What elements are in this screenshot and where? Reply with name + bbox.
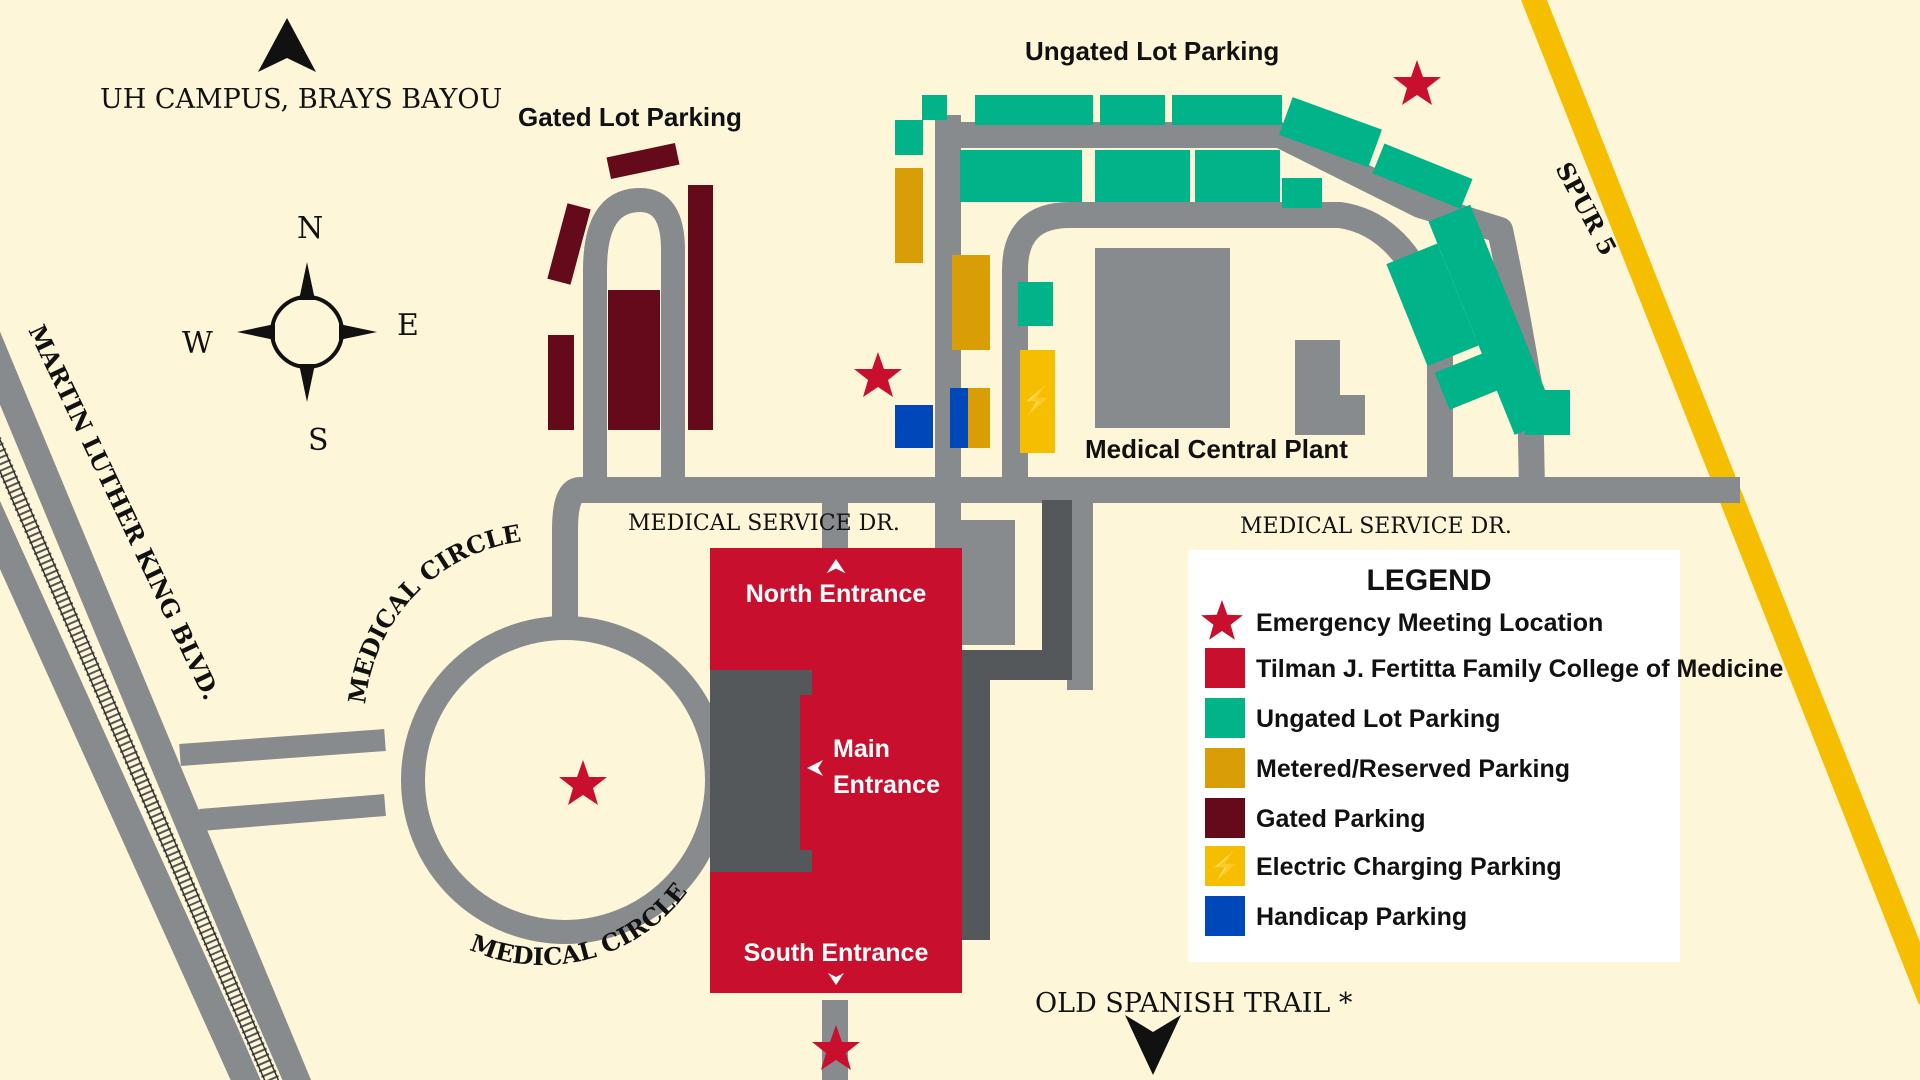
- compass-e-label: E: [397, 308, 419, 343]
- main-entrance-label-line1: Main: [833, 735, 890, 763]
- svg-text:⚡: ⚡: [1208, 850, 1243, 883]
- legend-item: Emergency Meeting Location: [1201, 600, 1603, 640]
- legend-swatch: [1205, 698, 1245, 738]
- legend-item-label: Ungated Lot Parking: [1256, 705, 1500, 733]
- legend-swatch: [1205, 748, 1245, 788]
- mlk-blvd: [0, 331, 312, 1080]
- ungated-lot-label: Ungated Lot Parking: [1025, 36, 1279, 66]
- north-entrance-label: North Entrance: [746, 580, 927, 608]
- central-plant-label: Medical Central Plant: [1085, 434, 1348, 464]
- legend-swatch: [1205, 798, 1245, 838]
- compass-w-label: W: [182, 326, 213, 361]
- emergency-meeting-stars: [559, 60, 1441, 1070]
- medical-circle-label-top: MEDICAL CIRCLE: [342, 519, 523, 706]
- legend-star-icon: [1201, 600, 1243, 640]
- legend-item: ⚡ Electric Charging Parking: [1205, 846, 1562, 886]
- handicap-parking-areas: [895, 388, 968, 448]
- compass-rose-icon: [237, 262, 377, 402]
- central-plant-annex: [1295, 340, 1365, 435]
- legend-item-label: Handicap Parking: [1256, 903, 1467, 931]
- legend: LEGEND Emergency Meeting LocationTilman …: [1188, 550, 1784, 962]
- emergency-star-icon: [812, 1025, 860, 1070]
- gated-lot-label: Gated Lot Parking: [518, 102, 742, 132]
- south-entrance-arrow-icon: [828, 973, 844, 985]
- compass-n-label: N: [297, 211, 323, 246]
- legend-item: Handicap Parking: [1205, 896, 1467, 936]
- legend-item-label: Emergency Meeting Location: [1256, 609, 1603, 637]
- north-destination-label: UH CAMPUS, BRAYS BAYOU: [100, 84, 502, 115]
- south-arrow-icon: [1125, 1015, 1181, 1075]
- charging-parking-area: ⚡: [1020, 350, 1055, 453]
- emergency-star-icon: [559, 760, 607, 805]
- legend-item-label: Tilman J. Fertitta Family College of Med…: [1256, 655, 1784, 683]
- ungated-parking-areas: [895, 95, 1570, 435]
- legend-item-label: Metered/Reserved Parking: [1256, 755, 1570, 783]
- service-drive-connector: [990, 650, 1072, 680]
- legend-item: Metered/Reserved Parking: [1205, 748, 1570, 788]
- service-lane: [960, 650, 990, 940]
- legend-item-label: Electric Charging Parking: [1256, 853, 1562, 881]
- legend-item: Gated Parking: [1205, 798, 1426, 838]
- compass-s-label: S: [308, 423, 329, 458]
- north-arrow-icon: [258, 18, 316, 72]
- medical-service-dr-label-east: MEDICAL SERVICE DR.: [1240, 514, 1512, 539]
- metered-parking-areas: [895, 168, 990, 448]
- legend-item-label: Gated Parking: [1256, 805, 1426, 833]
- charging-bolt-icon: ⚡: [1020, 384, 1055, 417]
- emergency-star-icon: [1393, 60, 1441, 105]
- college-of-medicine-building: [710, 548, 962, 993]
- south-entrance-label: South Entrance: [744, 939, 929, 967]
- legend-panel: [1188, 550, 1680, 962]
- main-entrance-label-line2: Entrance: [833, 771, 940, 799]
- emergency-star-icon: [854, 352, 902, 397]
- south-destination-label: OLD SPANISH TRAIL *: [1035, 988, 1353, 1019]
- medical-service-dr-label-west: MEDICAL SERVICE DR.: [628, 511, 900, 536]
- legend-item: Tilman J. Fertitta Family College of Med…: [1205, 648, 1784, 688]
- road-network: [179, 115, 1740, 1080]
- gated-parking-areas: [547, 142, 713, 430]
- legend-charging-icon: ⚡: [1205, 846, 1245, 886]
- main-entrance-arrow-icon: [807, 760, 823, 776]
- legend-item: Ungated Lot Parking: [1205, 698, 1500, 738]
- legend-title: LEGEND: [1366, 564, 1491, 597]
- legend-swatch: [1205, 896, 1245, 936]
- central-plant-building: [1095, 248, 1230, 428]
- north-entrance-arrow-icon: [826, 559, 846, 574]
- legend-swatch: [1205, 648, 1245, 688]
